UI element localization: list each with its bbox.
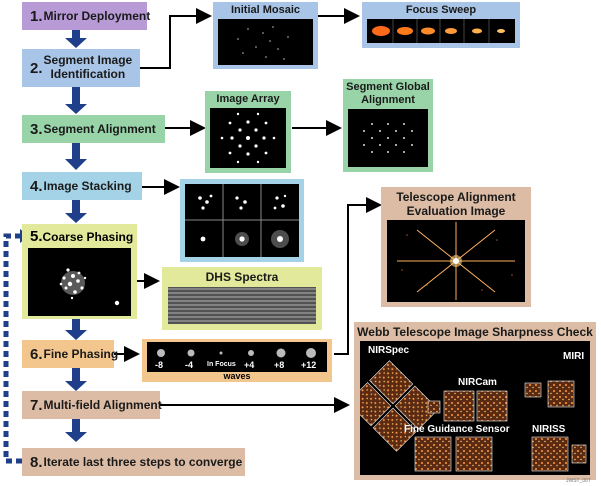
- step-arrow-2: [65, 87, 87, 114]
- step-label-line1: Segment Image: [43, 53, 133, 67]
- connector-waves-eval: [334, 197, 382, 355]
- step-number: 2.: [30, 60, 43, 77]
- coarse-phasing-stars: [59, 268, 120, 306]
- panel-title: Image Array: [216, 93, 280, 105]
- step-7-multi-field-alignment: 7. Multi-field Alignment: [22, 391, 162, 419]
- image-stacking-panel: [180, 179, 304, 262]
- step-label: Fine Phasing: [43, 347, 119, 361]
- step-3-segment-alignment: 3. Segment Alignment: [22, 115, 165, 143]
- step-6-fine-phasing: 6. Fine Phasing: [22, 340, 118, 368]
- step-arrow-6: [65, 368, 87, 391]
- instrument-fields: [360, 360, 587, 472]
- sharpness-check-panel: Webb Telescope Image Sharpness Check: [354, 322, 596, 480]
- initial-mosaic-image: [218, 19, 313, 65]
- iterate-loop-line: [3, 233, 22, 464]
- sharpness-check-image: NIRSpec NIRCam MIRI Fine Guidance Sensor…: [360, 341, 590, 475]
- step-arrow-1: [65, 28, 87, 48]
- focus-sweep-panel: Focus Sweep: [362, 2, 520, 48]
- panel-title: DHS Spectra: [205, 270, 279, 284]
- telescope-evaluation-image: [387, 220, 525, 302]
- step-label: Mirror Deployment: [43, 9, 151, 23]
- stacking-cells: [185, 184, 299, 257]
- mosaic-dots: [237, 26, 289, 60]
- global-alignment-dots: [363, 123, 413, 153]
- step-number: 5.: [30, 228, 43, 245]
- step-label: Iterate last three steps to converge: [43, 455, 243, 469]
- panel-title-line1: Telescope Alignment: [396, 190, 516, 204]
- initial-mosaic-panel: Initial Mosaic: [213, 2, 318, 69]
- step-arrow-7: [65, 419, 87, 442]
- fine-phasing-waves-panel: -8 -4 In Focus +4 +8 +12 waves: [142, 339, 332, 382]
- step-8-iterate: 8. Iterate last three steps to converge: [22, 448, 245, 476]
- panel-title-line2: Evaluation Image: [406, 204, 506, 218]
- step-label-line2: Identification: [50, 67, 126, 81]
- step-label: Segment Alignment: [43, 122, 156, 136]
- image-array-image: [210, 108, 286, 168]
- focus-sweep-streaks: [372, 19, 505, 43]
- panel-title: Initial Mosaic: [230, 4, 301, 16]
- image-array-stars: [220, 112, 276, 164]
- dhs-spectra-image: [168, 287, 316, 324]
- step-number: 3.: [30, 120, 43, 138]
- instrument-label-miri: MIRI: [563, 351, 585, 362]
- fine-phasing-waves-image: -8 -4 In Focus +4 +8 +12: [147, 342, 327, 372]
- step-label-row: 5.Coarse Phasing: [30, 228, 133, 245]
- telescope-alignment-evaluation-panel: Telescope Alignment Evaluation Image: [381, 187, 531, 307]
- focus-sweep-image: [367, 19, 515, 43]
- step-number: 8.: [30, 453, 43, 471]
- nirspec-field: [360, 360, 439, 452]
- step-number: 1.: [30, 7, 43, 25]
- wave-label: In Focus: [207, 361, 236, 368]
- panel-title-line2: Alignment: [361, 94, 415, 106]
- step-arrow-5: [65, 318, 87, 340]
- dhs-spectra-panel: DHS Spectra: [162, 267, 322, 330]
- step-arrows: [65, 28, 87, 442]
- step-4-image-stacking: 4. Image Stacking: [22, 172, 142, 200]
- image-array-panel: Image Array: [205, 91, 291, 173]
- panel-title: Webb Telescope Image Sharpness Check: [357, 325, 593, 339]
- star-diffraction: [397, 222, 515, 300]
- wave-label: +8: [274, 360, 285, 370]
- step-label: Multi-field Alignment: [43, 398, 162, 412]
- waves-psfs: [157, 348, 316, 358]
- segment-global-alignment-image: [348, 109, 428, 167]
- step-label: Coarse Phasing: [42, 230, 134, 244]
- image-credit: JWST_007: [566, 478, 591, 484]
- step-5-coarse-phasing: 5.Coarse Phasing: [22, 224, 137, 319]
- step-label: Segment Image Identification: [44, 53, 133, 81]
- step-number: 6.: [30, 345, 43, 363]
- step-number: 7.: [30, 396, 43, 414]
- wave-label: -8: [155, 360, 164, 370]
- panel-title-line1: Segment Global: [346, 81, 430, 93]
- step-2-segment-image-identification: 2. Segment Image Identification: [22, 49, 140, 87]
- segment-global-alignment-panel: Segment Global Alignment: [343, 79, 433, 172]
- instrument-label-fgs: Fine Guidance Sensor: [404, 424, 510, 435]
- wave-label: +4: [244, 360, 255, 370]
- step-number: 4.: [30, 177, 43, 195]
- waves-caption: waves: [223, 371, 251, 381]
- wave-label: -4: [185, 360, 194, 370]
- step-arrow-3: [65, 143, 87, 170]
- coarse-phasing-image: [28, 248, 131, 316]
- instrument-label-nirspec: NIRSpec: [368, 345, 410, 356]
- instrument-label-niriss: NIRISS: [532, 424, 566, 435]
- step-1-mirror-deployment: 1. Mirror Deployment: [22, 2, 150, 30]
- wave-label: +12: [301, 360, 317, 370]
- image-stacking-grid: [185, 184, 299, 257]
- step-label: Image Stacking: [43, 179, 132, 193]
- connector-step2-mosaic: [140, 8, 212, 69]
- panel-title: Focus Sweep: [405, 4, 477, 16]
- step-arrow-4: [65, 200, 87, 223]
- instrument-label-nircam: NIRCam: [458, 377, 497, 388]
